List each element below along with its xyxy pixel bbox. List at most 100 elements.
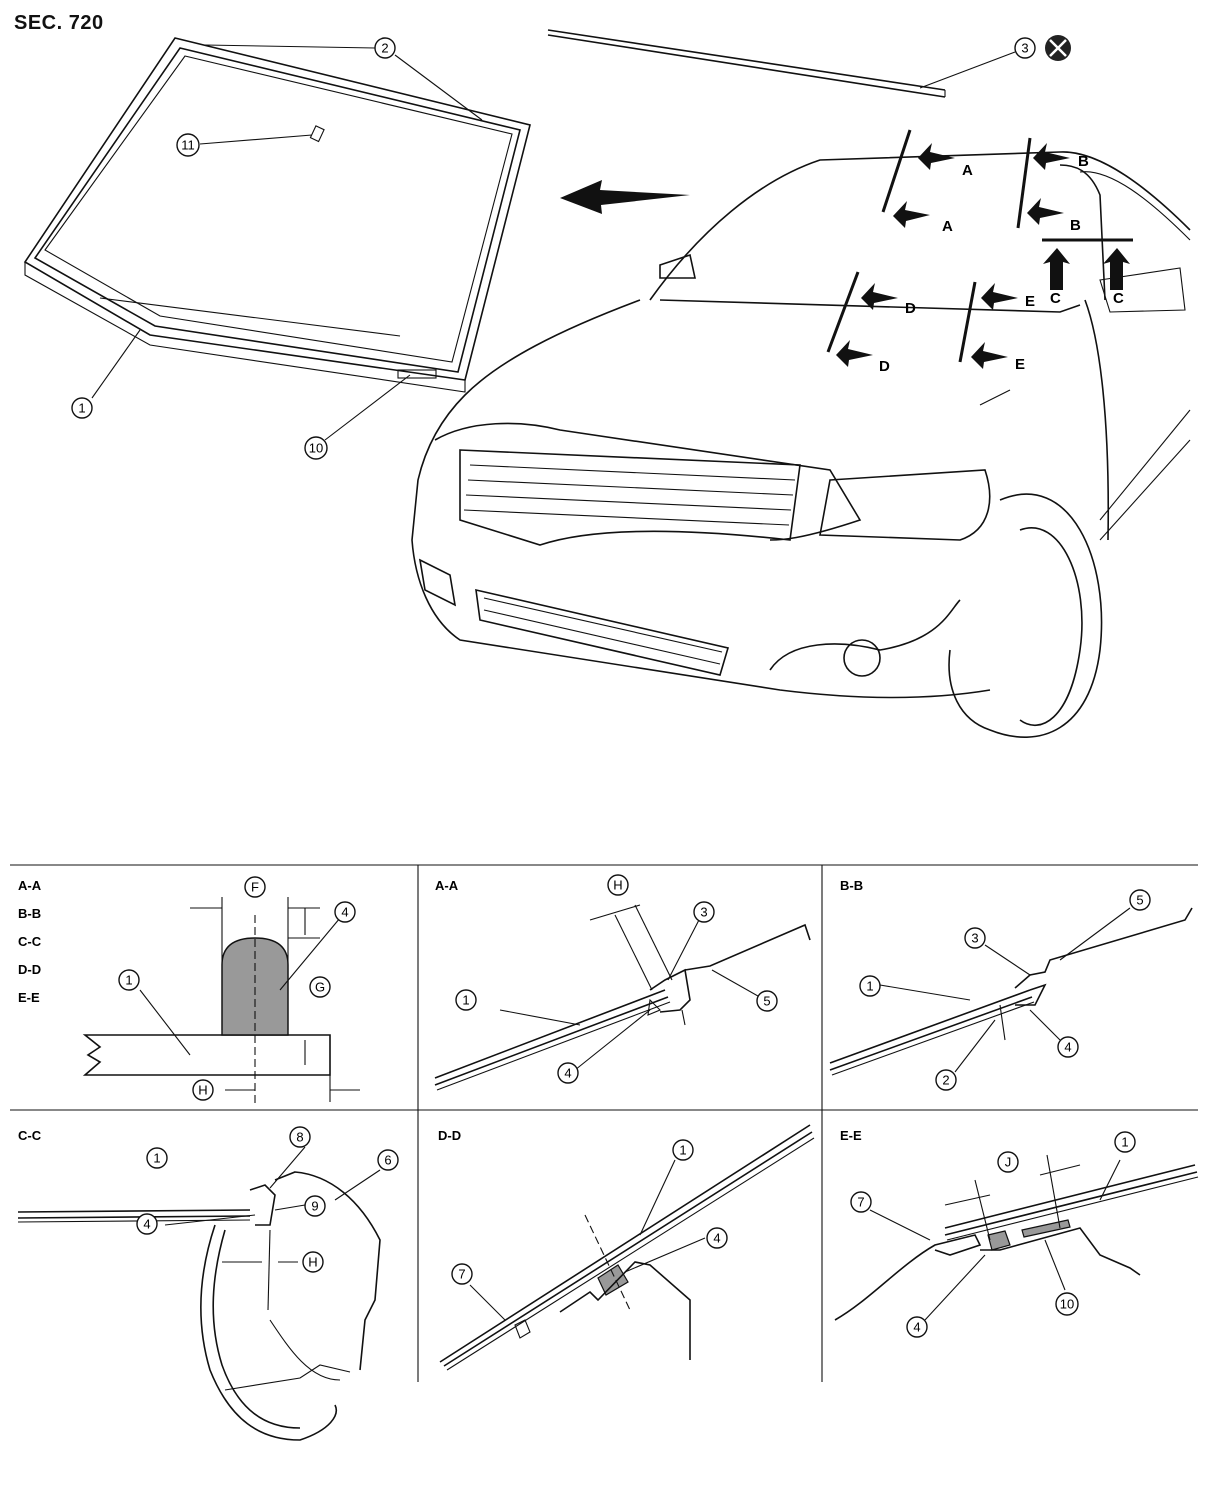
svg-text:1: 1 xyxy=(1121,1135,1128,1150)
panel-label-ee: E-E xyxy=(840,1128,862,1143)
callout-5-bb: 5 xyxy=(1129,889,1151,911)
svg-text:2: 2 xyxy=(942,1073,949,1088)
panel-label-aa: A-A xyxy=(435,878,459,893)
callout-4-ee: 4 xyxy=(906,1316,928,1338)
leader-lines-top xyxy=(91,44,483,441)
callout-3-top: 3 xyxy=(1014,37,1036,59)
panel-label-cc: C-C xyxy=(18,1128,42,1143)
view-label-c1: C xyxy=(1050,290,1061,307)
svg-text:1: 1 xyxy=(866,979,873,994)
callout-10-top: 10 xyxy=(304,436,328,460)
svg-text:3: 3 xyxy=(700,905,707,920)
view-label-c2: C xyxy=(1113,290,1124,307)
dd-section-drawing xyxy=(439,1124,815,1371)
legend-dd: D-D xyxy=(18,962,41,977)
callout-1-top: 1 xyxy=(71,397,93,419)
no-reuse-icon xyxy=(1045,35,1071,61)
section-title: SEC. 720 xyxy=(14,12,104,34)
callout-7-dd: 7 xyxy=(451,1263,473,1285)
callout-3-aa: 3 xyxy=(693,901,715,923)
callout-2-bb: 2 xyxy=(935,1069,957,1091)
callout-4-bb: 4 xyxy=(1057,1036,1079,1058)
svg-text:1: 1 xyxy=(153,1151,160,1166)
view-label-e2: E xyxy=(1015,356,1025,373)
car-body xyxy=(411,151,1191,738)
svg-text:4: 4 xyxy=(913,1320,920,1335)
panel-label-bb: B-B xyxy=(840,878,863,893)
callout-8-cc: 8 xyxy=(289,1126,311,1148)
svg-text:8: 8 xyxy=(296,1130,303,1145)
svg-text:4: 4 xyxy=(713,1231,720,1246)
callout-4-cc: 4 xyxy=(136,1213,158,1235)
view-label-d1: D xyxy=(905,300,916,317)
svg-text:7: 7 xyxy=(857,1195,864,1210)
callout-7-ee: 7 xyxy=(850,1191,872,1213)
svg-text:1: 1 xyxy=(462,993,469,1008)
view-label-a2: A xyxy=(942,218,953,235)
callout-1-bb: 1 xyxy=(859,975,881,997)
svg-text:H: H xyxy=(308,1255,317,1270)
svg-text:7: 7 xyxy=(458,1267,465,1282)
svg-text:2: 2 xyxy=(381,41,388,56)
svg-text:4: 4 xyxy=(341,905,348,920)
dim-h-aa: H xyxy=(607,874,629,896)
callout-3-bb: 3 xyxy=(964,927,986,949)
callout-2-top: 2 xyxy=(374,37,396,59)
callout-1-p1: 1 xyxy=(118,969,140,991)
bead-section-drawing xyxy=(82,897,360,1105)
callout-1-cc: 1 xyxy=(146,1147,168,1169)
dim-j: J xyxy=(997,1151,1019,1173)
callout-9-cc: 9 xyxy=(304,1195,326,1217)
svg-text:4: 4 xyxy=(143,1217,150,1232)
svg-text:H: H xyxy=(198,1083,207,1098)
svg-text:10: 10 xyxy=(1060,1297,1074,1312)
callout-4-p1: 4 xyxy=(334,901,356,923)
view-arrows xyxy=(836,143,1130,369)
svg-text:5: 5 xyxy=(1136,893,1143,908)
svg-text:1: 1 xyxy=(125,973,132,988)
callout-4-dd: 4 xyxy=(706,1227,728,1249)
callout-1-aa: 1 xyxy=(455,989,477,1011)
svg-text:6: 6 xyxy=(384,1153,391,1168)
direction-arrow xyxy=(560,180,690,214)
svg-text:1: 1 xyxy=(78,401,85,416)
callout-1-dd: 1 xyxy=(672,1139,694,1161)
view-label-b2: B xyxy=(1070,217,1081,234)
dim-h-p1: H xyxy=(192,1079,214,1101)
legend-aa: A-A xyxy=(18,878,42,893)
view-label-e1: E xyxy=(1025,293,1035,310)
svg-text:9: 9 xyxy=(311,1199,318,1214)
callout-5-aa: 5 xyxy=(756,990,778,1012)
ee-section-drawing xyxy=(834,1154,1199,1321)
legend-cc: C-C xyxy=(18,934,42,949)
svg-text:F: F xyxy=(251,880,259,895)
roof-molding-strip xyxy=(547,29,1016,98)
svg-text:3: 3 xyxy=(971,931,978,946)
aa-section-drawing xyxy=(434,904,811,1091)
callout-10-ee: 10 xyxy=(1055,1292,1079,1316)
svg-text:3: 3 xyxy=(1021,41,1028,56)
callout-6-cc: 6 xyxy=(377,1149,399,1171)
legend-ee: E-E xyxy=(18,990,40,1005)
svg-text:J: J xyxy=(1005,1155,1012,1170)
bb-section-drawing xyxy=(829,907,1193,1076)
windshield-glass xyxy=(23,37,531,393)
view-label-a1: A xyxy=(962,162,973,179)
svg-text:5: 5 xyxy=(763,994,770,1009)
dim-g: G xyxy=(309,976,331,998)
svg-text:11: 11 xyxy=(181,138,195,153)
dim-f: F xyxy=(244,876,266,898)
callout-1-ee: 1 xyxy=(1114,1131,1136,1153)
cc-section-drawing xyxy=(17,1146,381,1441)
svg-text:4: 4 xyxy=(1064,1040,1071,1055)
svg-text:H: H xyxy=(613,878,622,893)
svg-text:4: 4 xyxy=(564,1066,571,1081)
legend-bb: B-B xyxy=(18,906,41,921)
view-label-b1: B xyxy=(1078,153,1089,170)
dim-h-cc: H xyxy=(302,1251,324,1273)
callout-4-aa: 4 xyxy=(557,1062,579,1084)
callout-11: 11 xyxy=(176,133,200,157)
section-cut-lines xyxy=(826,129,1133,363)
svg-text:10: 10 xyxy=(309,441,323,456)
